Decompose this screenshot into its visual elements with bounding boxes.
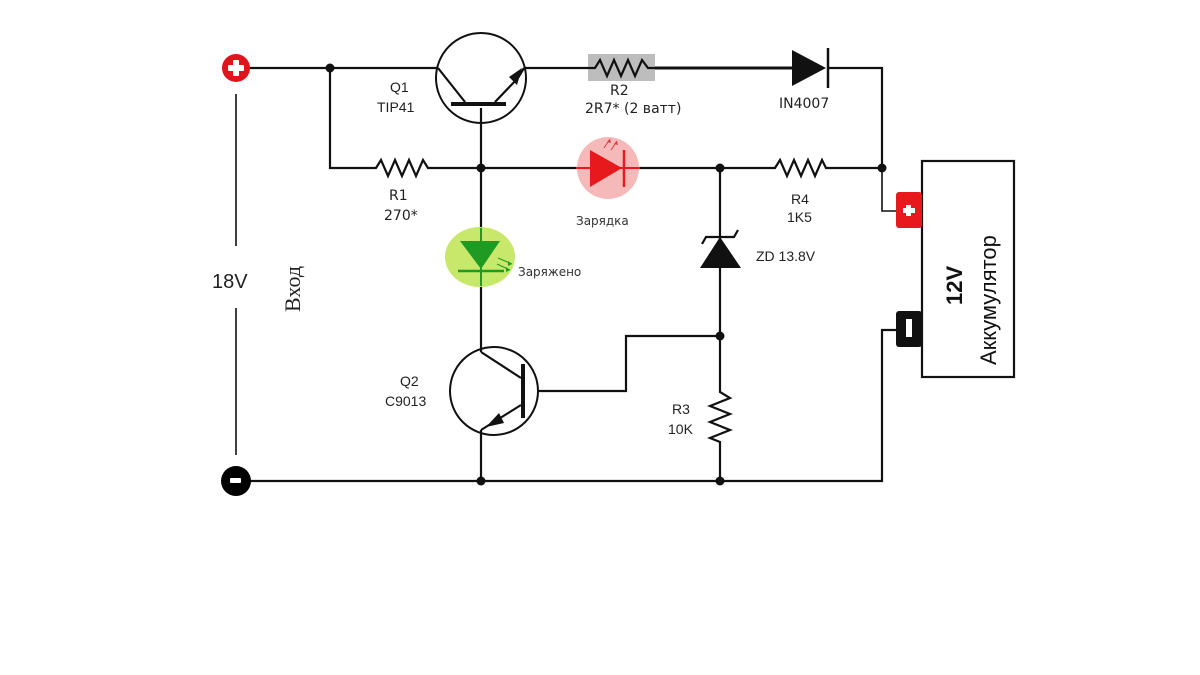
- zener-diode: [700, 229, 741, 268]
- transistor-q1-body: [435, 32, 527, 124]
- transistor-q1: [435, 32, 527, 124]
- wire-zd-q2-base: [538, 334, 720, 393]
- q2-emitter-arrow-icon: [486, 413, 504, 427]
- led-charging: [576, 137, 640, 199]
- input-side-label: Вход: [280, 266, 305, 312]
- transistor-q2-body: [449, 346, 539, 436]
- q2-value: C9013: [385, 393, 426, 409]
- d1-value: IN4007: [779, 96, 829, 112]
- junction-dot: [877, 163, 887, 173]
- r3-name: R3: [672, 401, 690, 417]
- led-charged: [445, 227, 515, 287]
- input-negative-terminal: [221, 466, 251, 496]
- resistor-r3: [707, 388, 733, 446]
- r2-value: 2R7* (2 ватт): [585, 101, 681, 117]
- led-charging-triangle-icon: [590, 150, 622, 187]
- r4-name: R4: [791, 191, 809, 207]
- q1-collector-lead: [437, 67, 466, 103]
- q1-name: Q1: [390, 79, 409, 95]
- led-charged-label: Заряжено: [518, 265, 581, 279]
- r3-value: 10K: [668, 421, 694, 437]
- r2-name: R2: [610, 83, 629, 99]
- wire-diode-right: [828, 66, 884, 168]
- q2-collector-lead: [480, 351, 522, 379]
- battery: [896, 159, 1016, 379]
- resistor-r4: [768, 157, 830, 179]
- r4-value: 1K5: [787, 209, 812, 225]
- wire-left-branch: [328, 68, 370, 170]
- battery-body: [920, 159, 1016, 379]
- led-charged-triangle-icon: [460, 241, 500, 269]
- input-voltage-label: 18V: [212, 271, 248, 293]
- wire-battery-positive: [881, 168, 896, 212]
- battery-negative-icon: [906, 319, 912, 337]
- battery-label: Аккумулятор: [976, 235, 1001, 365]
- zd-value: ZD 13.8V: [756, 248, 816, 264]
- input-positive-terminal: [222, 54, 250, 82]
- junction-dot: [325, 63, 335, 73]
- junction-dot: [715, 331, 725, 341]
- junctions: [325, 63, 887, 486]
- zener-triangle-icon: [700, 237, 741, 268]
- q2-name: Q2: [400, 373, 419, 389]
- transistor-q2: [449, 346, 539, 436]
- zener-cathode-bar: [701, 229, 739, 245]
- diode-d1-triangle-icon: [792, 50, 826, 86]
- junction-dot: [476, 476, 486, 486]
- battery-voltage: 12V: [942, 266, 967, 305]
- q1-emitter-arrow-icon: [509, 68, 522, 85]
- junction-dot: [715, 476, 725, 486]
- resistor-r2: [588, 54, 655, 81]
- r2-zigzag: [588, 57, 655, 79]
- led-charging-label: Зарядка: [576, 214, 629, 228]
- r1-name: R1: [389, 188, 408, 204]
- wire-ground-rail: [248, 328, 896, 483]
- r1-value: 270*: [384, 208, 418, 224]
- resistor-r1: [370, 157, 432, 179]
- q1-value: TIP41: [377, 99, 415, 115]
- junction-dot: [476, 163, 486, 173]
- diode-d1: [792, 48, 830, 88]
- junction-dot: [715, 163, 725, 173]
